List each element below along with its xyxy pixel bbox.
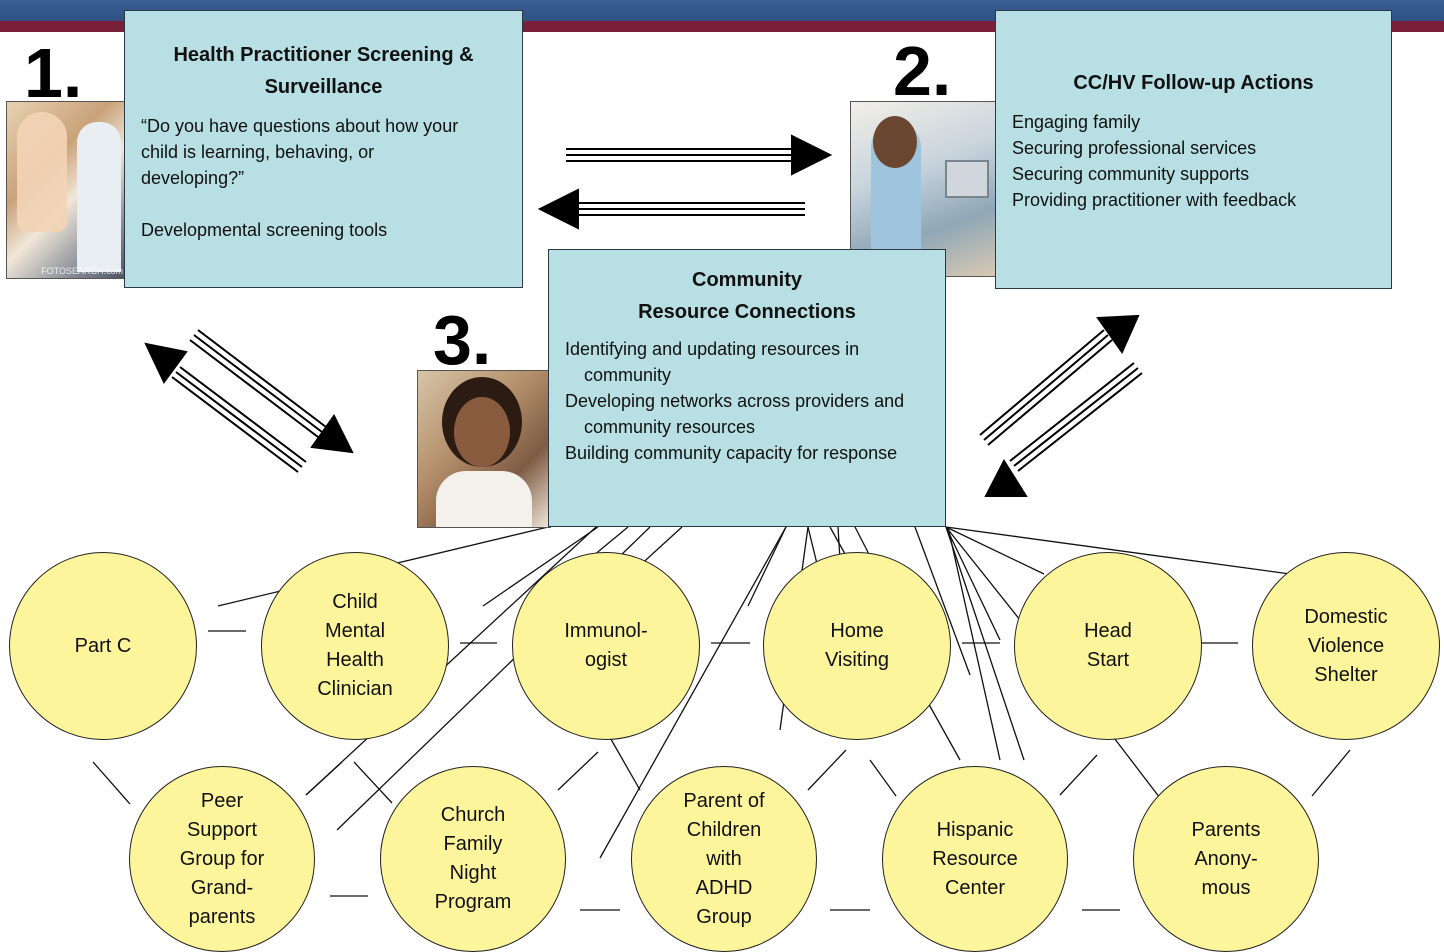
resource-node-peer-support-group: Peer Support Group for Grand- parents [129,766,315,952]
practitioner-screening-box: Health Practitioner Screening & Surveill… [124,10,523,288]
resource-node-head-start: Head Start [1014,552,1202,740]
node-label: ogist [584,649,628,671]
follow-up-action: Providing practitioner with feedback [1012,190,1297,210]
node-label: Parent of [683,789,765,812]
node-label: Hispanic [936,818,1014,841]
node-label: mous [1201,876,1251,899]
screening-tools-text: Developmental screening tools [141,220,388,240]
baby-figure-icon [17,112,67,232]
node-label: Parents [1191,818,1261,841]
node-label: Shelter [1314,663,1378,686]
box-1-title-line-2: Surveillance [264,76,383,98]
resource-activity: Developing networks across providers and… [565,391,905,437]
box-2-title: CC/HV Follow-up Actions [1073,72,1314,94]
node-label: Immunol- [564,620,648,642]
node-label: Group [696,905,752,928]
box-3-title-line-2: Resource Connections [638,301,856,323]
node-label: Part C [74,634,132,657]
resource-node-hispanic-resource-center: Hispanic Resource Center [882,766,1068,952]
photo-watermark: FOTOSEARCH.com [41,266,123,276]
box-1-title-line-1: Health Practitioner Screening & [173,44,474,66]
node-label: Domestic [1304,605,1388,628]
node-label: Visiting [824,649,890,671]
node-label: Group for [179,847,265,870]
node-label: Start [1086,649,1130,671]
resource-node-domestic-violence-shelter: Domestic Violence Shelter [1252,552,1440,740]
arrow-3-to-2 [979,314,1140,446]
node-label: Church [440,804,506,826]
node-label: ADHD [695,876,753,899]
coordinator-coat-icon [436,471,532,527]
node-label: Head [1084,620,1132,642]
resource-node-immunologist: Immunol- ogist [512,552,700,740]
arrow-2-to-3 [984,362,1143,497]
arrow-3-to-1 [144,342,307,473]
coordinator-photo [417,370,551,528]
resource-activity: Building community capacity for response [565,443,898,463]
node-label: Mental [324,620,386,642]
box-3-title-line-1: Community [692,269,802,291]
nurse-head-icon [873,116,917,168]
monitor-icon [945,160,989,198]
resource-node-child-mental-health-clinician: Child Mental Health Clinician [261,552,449,740]
pediatrician-photo: FOTOSEARCH.com [6,101,126,279]
node-label: Program [434,891,512,913]
screening-question-line-3: developing?” [141,168,245,188]
arrow-2-to-1 [537,188,805,230]
screening-question-line-2: child is learning, behaving, or [141,142,375,162]
node-label: Center [944,876,1005,899]
resource-node-adhd-parent-group: Parent of Children with ADHD Group [631,766,817,952]
follow-up-action: Securing professional services [1012,138,1257,158]
node-label: Grand- [190,876,254,899]
node-label: Support [186,818,258,841]
node-label: parents [188,905,256,928]
step-2-number: 2. [893,32,952,110]
resource-node-church-family-night: Church Family Night Program [380,766,566,952]
step-3-number: 3. [433,301,492,379]
coordinator-face-icon [454,397,510,467]
resource-node-part-c: Part C [9,552,197,740]
resource-node-parents-anonymous: Parents Anony- mous [1133,766,1319,952]
node-label: Clinician [317,678,393,700]
node-label: Violence [1307,634,1385,657]
community-resource-box: Community Resource Connections Identifyi… [548,249,946,527]
screening-question-line-1: “Do you have questions about how your [141,116,459,136]
follow-up-actions-box: CC/HV Follow-up Actions Engaging family … [995,10,1392,289]
node-label: Anony- [1194,847,1258,870]
node-label: Peer [200,789,244,812]
node-label: Family [443,833,503,855]
node-label: Night [449,862,497,884]
neighbor-lines [92,630,1351,911]
node-label: Home [830,620,884,642]
resource-activity: Identifying and updating resources in co… [565,339,860,385]
phone-nurse-photo [850,101,998,277]
node-label: Children [686,818,762,841]
step-1-number: 1. [24,34,83,112]
follow-up-action: Securing community supports [1012,164,1250,184]
follow-up-action: Engaging family [1012,112,1141,132]
node-label: Child [332,591,378,613]
arrow-1-to-3 [189,329,354,454]
node-label: Health [326,649,384,671]
node-label: with [706,847,742,870]
node-label: Resource [932,847,1018,870]
resource-node-home-visiting: Home Visiting [763,552,951,740]
doctor-figure-icon [77,122,121,272]
arrow-1-to-2 [566,134,833,176]
header-stripe [0,21,1444,32]
